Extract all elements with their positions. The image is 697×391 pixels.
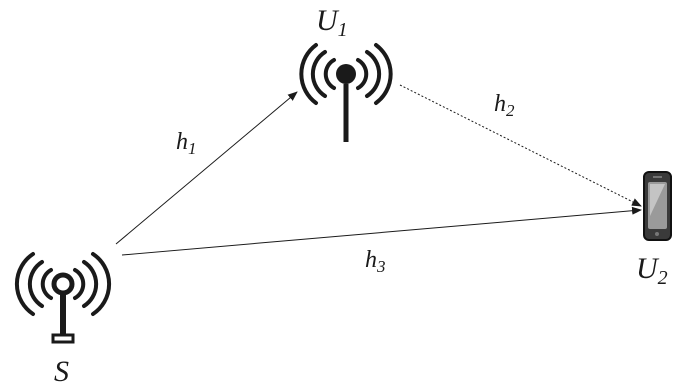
- relay-label: U1: [316, 4, 348, 41]
- link-h3-arrow: [121, 206, 642, 256]
- link-h2-arrow: [399, 84, 642, 207]
- source-label: S: [54, 355, 69, 388]
- destination-label: U2: [636, 252, 668, 289]
- source-antenna-icon: [14, 252, 112, 344]
- link-h3-label: h3: [365, 247, 386, 276]
- relay-antenna-icon: [299, 43, 393, 142]
- link-h2-label: h2: [494, 91, 515, 120]
- link-h1-label: h1: [176, 129, 197, 158]
- link-h1-arrow: [115, 91, 298, 245]
- smartphone-icon: [643, 171, 672, 241]
